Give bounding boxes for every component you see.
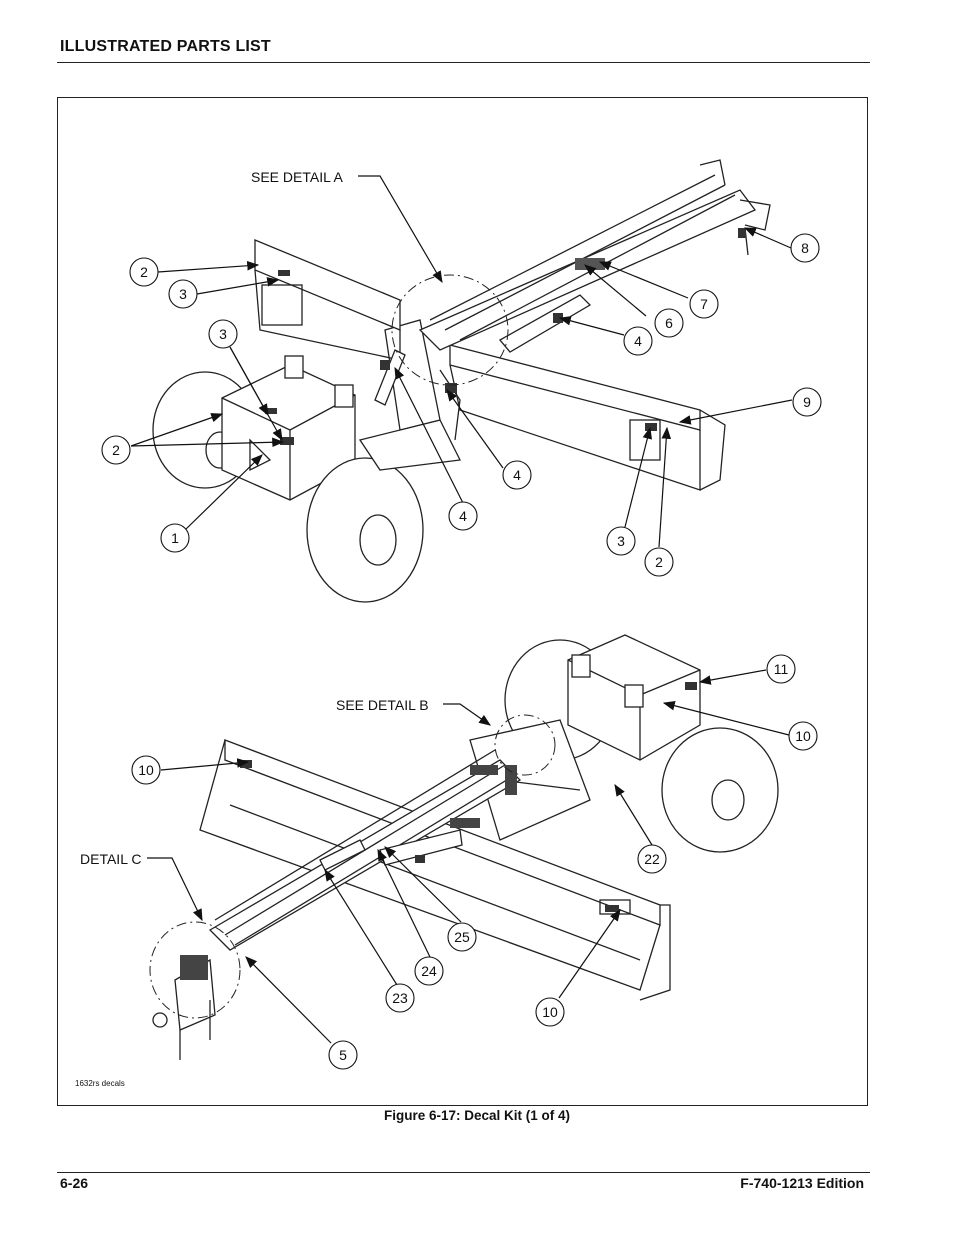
drawing-id: 1632rs decals	[75, 1079, 125, 1088]
page-number: 6-26	[60, 1175, 89, 1191]
detail-b-circle	[494, 714, 556, 776]
callout-2: 2	[112, 442, 120, 458]
callout-9: 9	[803, 394, 811, 410]
callout-25: 25	[454, 929, 470, 945]
callout-4: 4	[459, 508, 467, 524]
callout-8: 8	[801, 240, 809, 256]
callout-4: 4	[634, 333, 642, 349]
see-detail-a-label: SEE DETAIL A	[251, 169, 343, 185]
top-machine-drawing	[152, 159, 771, 603]
callout-1: 1	[171, 530, 179, 546]
page-header-title: ILLUSTRATED PARTS LIST	[60, 38, 271, 55]
callout-24: 24	[421, 963, 437, 979]
see-detail-b-label: SEE DETAIL B	[336, 697, 429, 713]
callout-3: 3	[617, 533, 625, 549]
callout-22: 22	[644, 851, 660, 867]
callout-10: 10	[542, 1004, 558, 1020]
figure-frame	[57, 97, 868, 1106]
callout-6: 6	[665, 315, 673, 331]
callout-10: 10	[795, 728, 811, 744]
detail-c-circle	[149, 921, 241, 1019]
figure-caption: Figure 6-17: Decal Kit (1 of 4)	[383, 1108, 571, 1123]
edition-label: F-740-1213 Edition	[740, 1175, 864, 1191]
header-rule	[57, 62, 870, 63]
callouts-top	[101, 233, 822, 577]
callout-4: 4	[513, 467, 521, 483]
detail-a-circle	[391, 274, 509, 386]
callout-23: 23	[392, 990, 408, 1006]
callout-11: 11	[774, 661, 789, 677]
callout-5: 5	[339, 1047, 347, 1063]
callout-2: 2	[140, 264, 148, 280]
bottom-machine-drawing	[152, 634, 779, 1060]
callout-10: 10	[138, 762, 154, 778]
callouts-bottom	[131, 654, 818, 1070]
leader-lines	[130, 175, 793, 1044]
callout-2: 2	[655, 554, 663, 570]
callout-3: 3	[219, 326, 227, 342]
footer-rule	[57, 1172, 870, 1173]
callout-7: 7	[700, 296, 708, 312]
callout-3: 3	[179, 286, 187, 302]
detail-c-label: DETAIL C	[80, 851, 141, 867]
